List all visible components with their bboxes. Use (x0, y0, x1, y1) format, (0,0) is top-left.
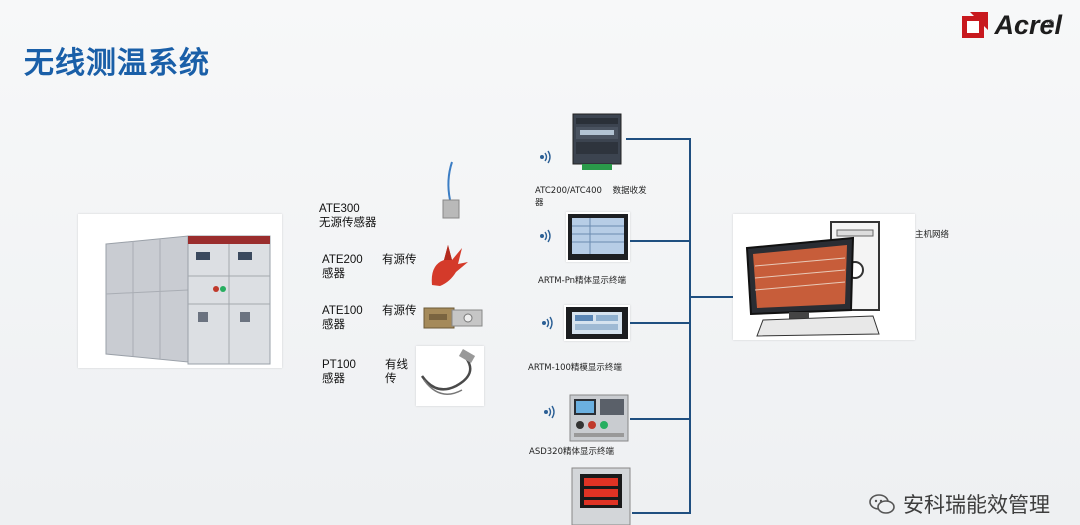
wireless-signal-icon (544, 405, 555, 419)
bus-branch-line (630, 240, 690, 242)
acrel-logo: Acrel ® (960, 10, 1062, 41)
wireless-signal-icon (540, 150, 551, 164)
device-label: ASD320精体显示终端 (529, 447, 614, 457)
sensor-desc: 无源传感器 (319, 217, 377, 229)
sensor-model: ATE300 (319, 203, 360, 215)
sensor-pt100-label: PT100 有线传 感器 (322, 358, 417, 386)
sensor-ate300-label: ATE300 无源传感器 (319, 202, 377, 230)
device-label: ATC200/ATC400 数据收发 (535, 186, 647, 196)
wireless-signal-icon (540, 229, 551, 243)
sensor-model: ATE100 (322, 305, 363, 317)
artm-100-display-image (564, 305, 630, 341)
bus-branch-line (630, 322, 690, 324)
acrel-logo-icon (962, 11, 989, 38)
device-label-line2: 器 (535, 198, 544, 208)
sensor-desc: 有线传 (385, 359, 408, 385)
ate300-sensor-image (442, 161, 460, 219)
device-label: ARTM-100精模显示终端 (528, 363, 622, 373)
bus-branch-line (630, 418, 690, 420)
artm-pn-label: ARTM-Pn精体显示终端 (538, 274, 626, 286)
page-title: 无线测温系统 (24, 46, 210, 81)
artm-100-label: ARTM-100精模显示终端 (528, 361, 622, 373)
sensor-desc-line2: 感器 (322, 373, 345, 385)
host-label: 主机网络 (915, 230, 950, 240)
brand-name: Acrel (994, 10, 1062, 40)
artm-pn-display-image (566, 212, 630, 262)
sensor-model: PT100 (322, 359, 356, 371)
watermark-text: 安科瑞能效管理 (903, 493, 1050, 517)
wechat-watermark: 安科瑞能效管理 (869, 489, 1050, 519)
bus-branch-line (626, 138, 690, 140)
wireless-signal-icon (542, 316, 553, 330)
atc200-label: ATC200/ATC400 数据收发 器 (535, 184, 647, 208)
brand-registered: ® (1047, 18, 1054, 28)
sensor-desc-line2: 感器 (322, 268, 345, 280)
device-label: ARTM-Pn精体显示终端 (538, 276, 627, 286)
pt100-sensor-image (416, 346, 484, 406)
host-computer-image (733, 214, 915, 340)
bus-vertical-line (689, 138, 691, 514)
sensor-ate100-label: ATE100 有源传 感器 (322, 304, 417, 332)
ate100-sensor-image (423, 307, 483, 329)
sensor-ate200-label: ATE200 有源传 感器 (322, 253, 417, 281)
wechat-icon (869, 494, 895, 514)
sensor-desc-line2: 感器 (322, 319, 345, 331)
switchgear-image (78, 214, 282, 368)
digital-meter-image (571, 467, 631, 525)
ate200-sensor-image (431, 245, 468, 286)
sensor-model: ATE200 (322, 254, 363, 266)
asd320-label: ASD320精体显示终端 (529, 445, 614, 457)
host-link-line (690, 296, 734, 298)
sensor-desc: 有源传 (382, 254, 417, 266)
asd320-display-image (569, 394, 629, 442)
bus-branch-line (632, 512, 690, 514)
sensor-desc: 有源传 (382, 305, 417, 317)
atc200-transceiver-image (572, 113, 622, 170)
